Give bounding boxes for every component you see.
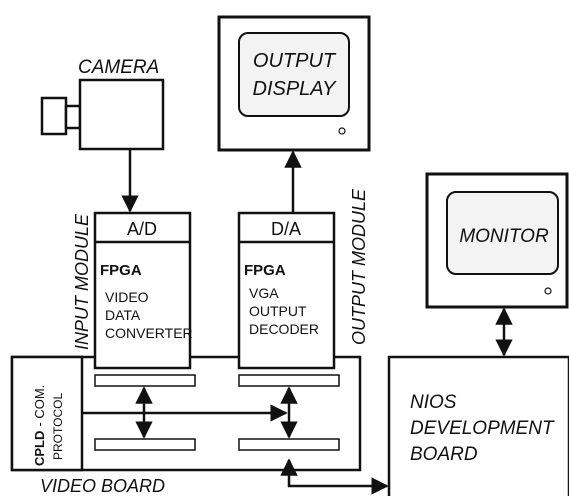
connections [82, 149, 513, 495]
protocol-label: PROTOCOL [51, 393, 65, 460]
monitor: MONITOR [425, 172, 569, 309]
nios-label-line1: NIOS [410, 392, 457, 413]
monitor-power-led [544, 287, 552, 295]
input-desc-line3: CONVERTER [105, 325, 193, 341]
input-fpga-label: FPGA [100, 262, 142, 279]
slot-output-bottom [238, 438, 340, 451]
camera-lens-mount [64, 104, 82, 130]
nios-board-outline [387, 355, 569, 496]
input-desc-line1: VIDEO [105, 289, 149, 305]
bus-to-nios [280, 458, 389, 495]
camera-lens [40, 96, 68, 136]
cpld-label-text: CPLD - COM. [32, 385, 47, 466]
input-module-card [93, 211, 192, 370]
output-display-screen [238, 32, 350, 117]
nios-development-board: NIOS DEVELOPMENT BOARD [387, 355, 569, 496]
cpld-label-bold: CPLD [32, 431, 47, 466]
output-module-label: OUTPUT MODULE [349, 188, 369, 345]
nios-label-line2: DEVELOPMENT [410, 418, 555, 439]
da-label: D/A [271, 219, 301, 239]
input-module: A/D FPGA VIDEO DATA CONVERTER INPUT MODU… [72, 211, 193, 370]
output-desc-line3: DECODER [249, 321, 319, 337]
camera-body [78, 78, 165, 151]
cpld-block [10, 355, 84, 472]
slot-input-bottom [94, 438, 196, 451]
camera: CAMERA [40, 57, 165, 151]
cpld-label: CPLD - COM. [32, 385, 47, 466]
output-desc-line2: OUTPUT [249, 303, 307, 319]
video-board: CPLD - COM. PROTOCOL VIDEO BOARD [10, 355, 362, 496]
slot-input-top [94, 374, 196, 387]
slot-output-top [238, 374, 340, 387]
output-display-power-led [338, 127, 346, 135]
output-desc-line1: VGA [249, 285, 279, 301]
output-display-label-line1: OUTPUT [253, 50, 337, 72]
ad-label: A/D [127, 219, 157, 239]
camera-label: CAMERA [78, 57, 159, 78]
output-display-label-line2: DISPLAY [253, 78, 338, 100]
monitor-label: MONITOR [459, 226, 549, 247]
cpld-label-suffix: - COM. [32, 385, 47, 427]
output-module: D/A FPGA VGA OUTPUT DECODER OUTPUT MODUL… [237, 188, 369, 370]
input-desc-line2: DATA [105, 307, 141, 323]
output-module-card [237, 211, 336, 370]
monitor-screen [446, 191, 559, 275]
output-display: OUTPUT DISPLAY [217, 15, 371, 152]
input-module-label: INPUT MODULE [72, 213, 92, 350]
video-board-label: VIDEO BOARD [40, 476, 165, 496]
output-fpga-label: FPGA [244, 262, 286, 279]
nios-label-line3: BOARD [410, 444, 478, 465]
